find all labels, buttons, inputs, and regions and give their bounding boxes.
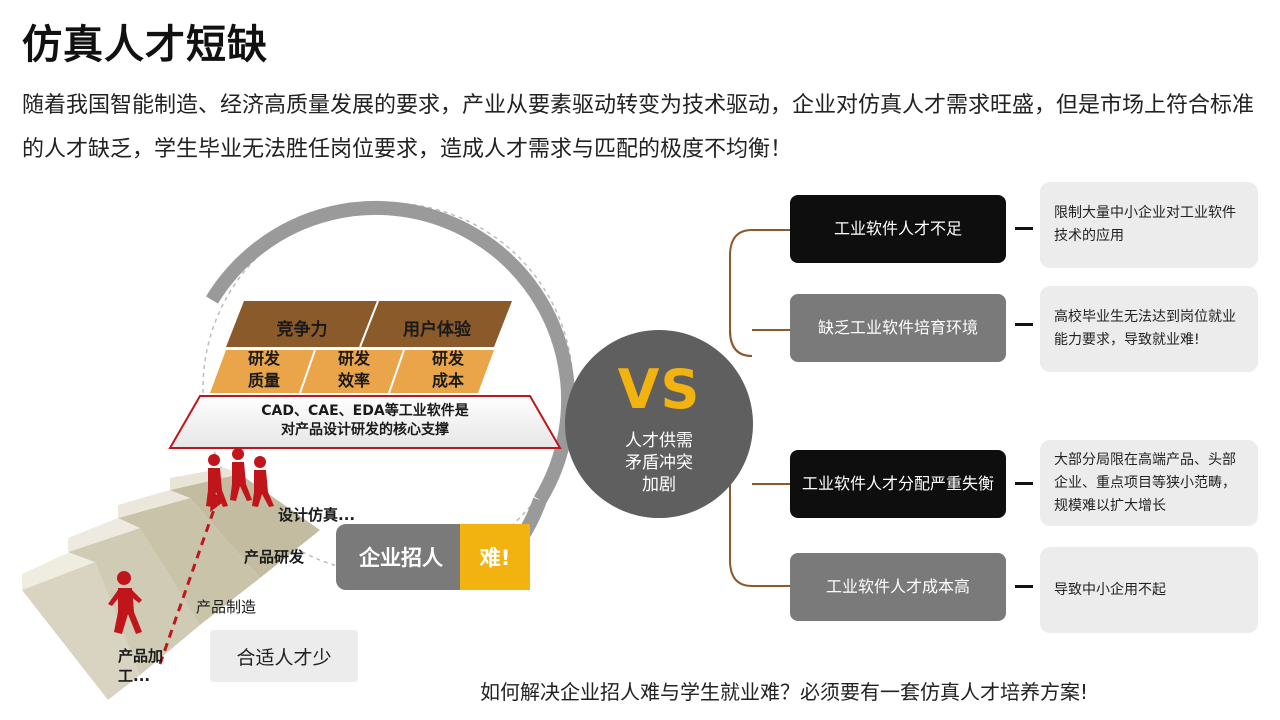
vs-label: VS (617, 358, 701, 421)
detail-box-environment: 高校毕业生无法达到岗位就业能力要求，导致就业难! (1040, 286, 1258, 372)
connector-dash (1015, 585, 1033, 588)
label-rd-cost: 研发 成本 (431, 349, 464, 390)
hiring-difficulty-box: 企业招人 难! (336, 524, 530, 590)
issue-box-imbalance: 工业软件人才分配严重失衡 (790, 450, 1006, 518)
hiring-label: 企业招人 (336, 524, 466, 590)
issue-box-cost: 工业软件人才成本高 (790, 553, 1006, 621)
vs-subtitle: 人才供需 矛盾冲突 加剧 (625, 431, 693, 495)
connector-dash (1015, 323, 1033, 326)
hiring-hard-label: 难! (460, 524, 530, 590)
label-rd-efficiency: 研发 效率 (337, 349, 370, 390)
step-label-processing: 产品加工... (118, 647, 164, 685)
footer-question: 如何解决企业招人难与学生就业难？必须要有一套仿真人才培养方案! (480, 680, 1089, 704)
detail-box-shortage: 限制大量中小企业对工业软件技术的应用 (1040, 182, 1258, 268)
step-label-manufacturing: 产品制造 (196, 598, 257, 616)
step-label-rd: 产品研发 (244, 548, 305, 566)
group-figures-icon (206, 448, 274, 507)
issue-box-environment: 缺乏工业软件培育环境 (790, 294, 1006, 362)
page-title: 仿真人才短缺 (22, 22, 268, 68)
step-label-simulation: 设计仿真... (278, 506, 356, 524)
label-user-experience: 用户体验 (403, 320, 471, 340)
few-talent-box: 合适人才少 (210, 630, 358, 682)
connector-dash (1015, 482, 1033, 485)
label-competitiveness: 竞争力 (276, 320, 328, 340)
issue-box-shortage: 工业软件人才不足 (790, 195, 1006, 263)
detail-box-imbalance: 大部分局限在高端产品、头部企业、重点项目等狭小范畴，规模难以扩大增长 (1040, 440, 1258, 526)
detail-box-cost: 导致中小企用不起 (1040, 547, 1258, 633)
label-rd-quality: 研发 质量 (247, 349, 280, 390)
intro-paragraph: 随着我国智能制造、经济高质量发展的要求，产业从要素驱动转变为技术驱动，企业对仿真… (22, 93, 1255, 162)
connector-dash (1015, 227, 1033, 230)
climbing-figure-icon (108, 571, 142, 634)
label-core-support: CAD、CAE、EDA等工业软件是 对产品设计研发的核心支撑 (261, 403, 469, 438)
vs-circle (565, 330, 753, 518)
upper-bracket (729, 229, 790, 357)
